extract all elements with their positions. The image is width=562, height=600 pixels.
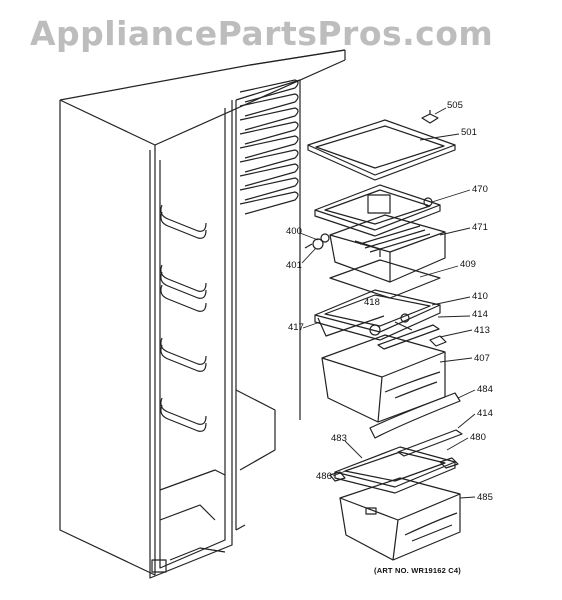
- callout-407: 407: [474, 353, 490, 364]
- callout-470: 470: [472, 184, 488, 195]
- callout-413: 413: [474, 325, 490, 336]
- part-485-drawer: [339, 477, 461, 561]
- callout-505: 505: [447, 100, 463, 111]
- part-501-shelf: [307, 119, 456, 181]
- part-400-401-knob: [304, 233, 330, 250]
- callout-471: 471: [472, 222, 488, 233]
- part-471-drawer: [329, 214, 446, 283]
- refrigerator-cabinet: [59, 49, 346, 579]
- part-410-frame: [314, 289, 441, 341]
- callout-486: 486: [316, 471, 332, 482]
- callout-483: 483: [331, 433, 347, 444]
- part-407-drawer: [321, 334, 446, 423]
- callout-414-lower: 414: [477, 408, 493, 419]
- callout-485: 485: [477, 492, 493, 503]
- part-414-rail: [377, 324, 447, 350]
- part-470-frame: [314, 184, 441, 237]
- callout-418: 418: [364, 297, 380, 308]
- callout-401: 401: [286, 260, 302, 271]
- callout-480: 480: [470, 432, 486, 443]
- part-484-cover: [369, 392, 461, 439]
- callout-409: 409: [460, 259, 476, 270]
- part-409-glass: [329, 259, 441, 299]
- callout-410: 410: [472, 291, 488, 302]
- callout-417: 417: [288, 322, 304, 333]
- part-483-frame: [329, 446, 459, 494]
- part-417-slide: [317, 315, 385, 337]
- callout-414-upper: 414: [472, 309, 488, 320]
- part-414-lower-rail: [397, 429, 463, 457]
- art-number-label: (ART NO. WR19162 C4): [374, 566, 461, 575]
- callout-501: 501: [461, 127, 477, 138]
- callout-484: 484: [477, 384, 493, 395]
- part-505-clip: [421, 110, 439, 124]
- site-watermark: AppliancePartsPros.com: [30, 14, 494, 53]
- callout-400: 400: [286, 226, 302, 237]
- leader-lines: [299, 107, 476, 499]
